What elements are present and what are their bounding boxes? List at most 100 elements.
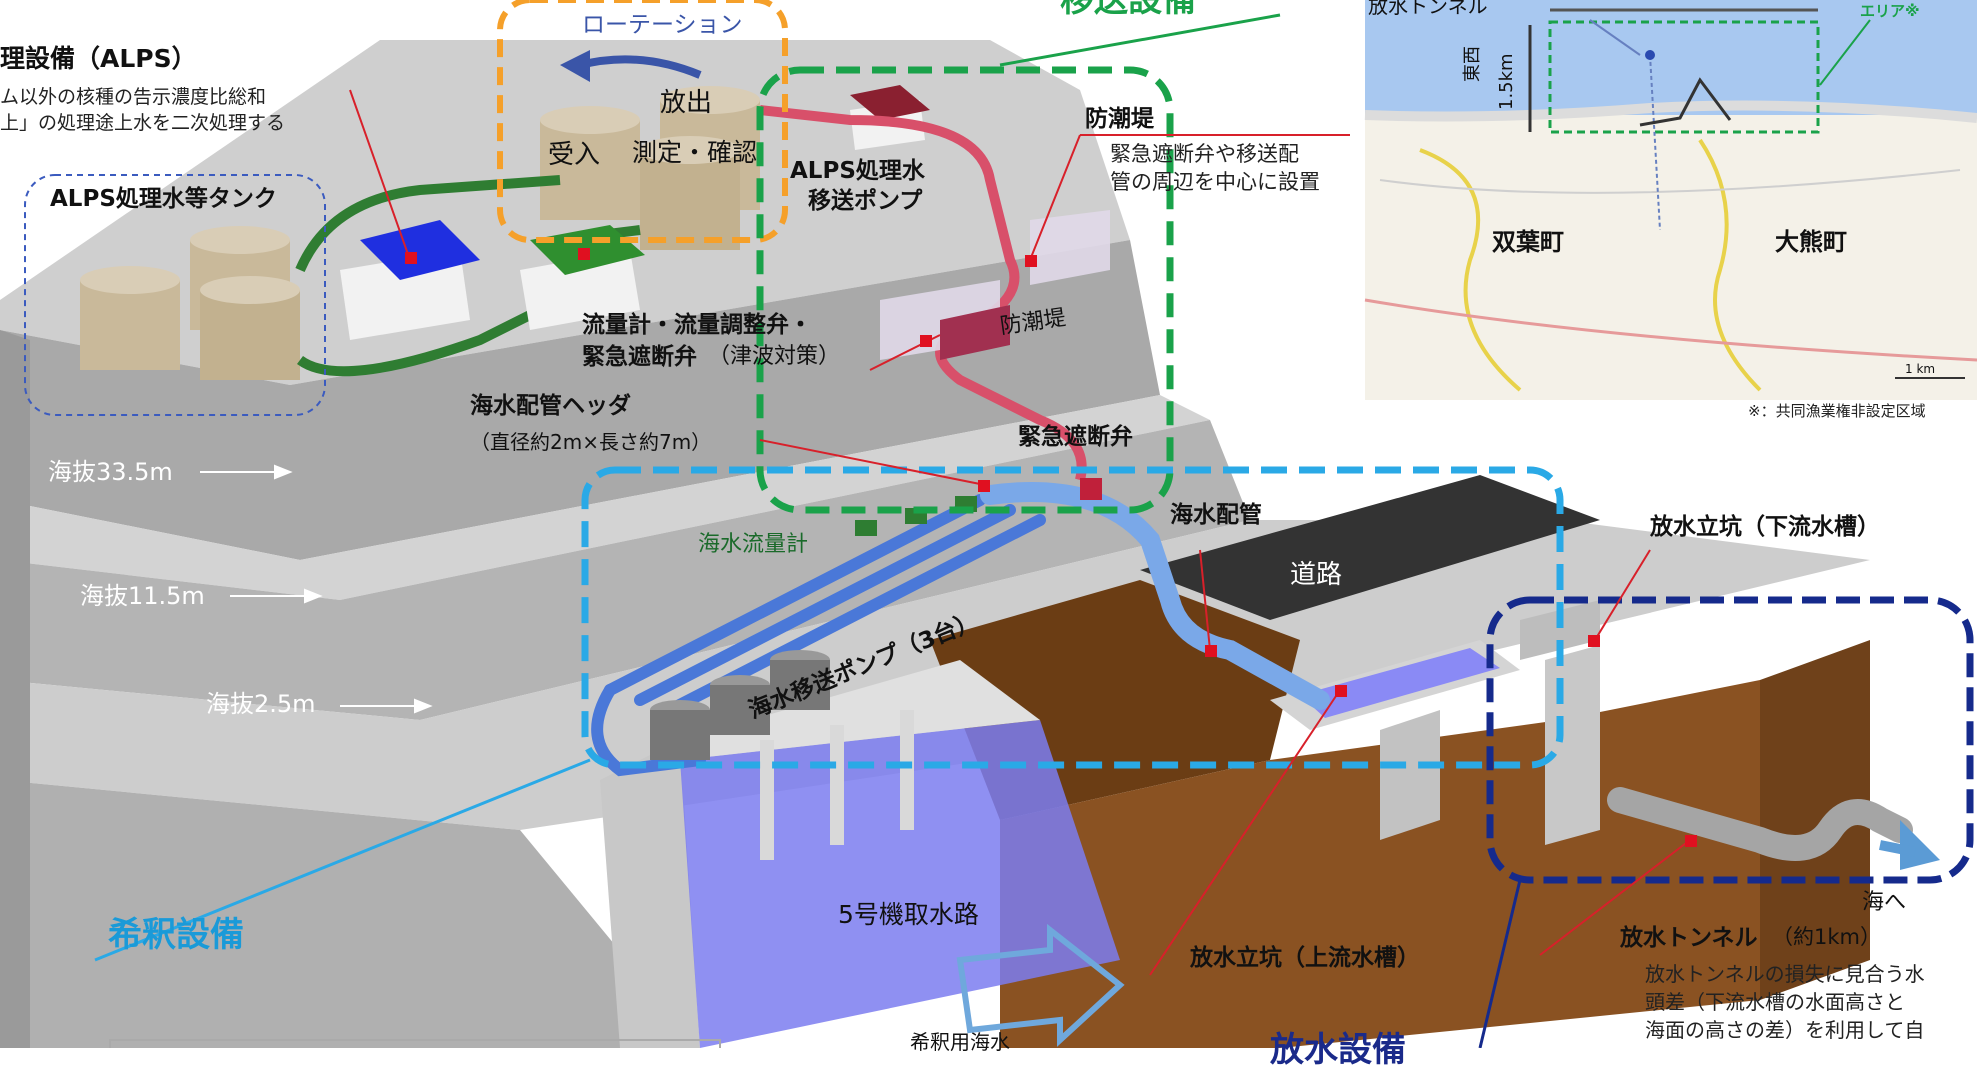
alps-tanks [80, 86, 760, 380]
to-sea-arrow [1900, 820, 1940, 870]
dot-tunnel [1685, 835, 1697, 847]
label-altitude-33: 海抜33.5m [48, 458, 173, 486]
alt-33-head [274, 464, 293, 480]
label-upstream-shaft: 放水立坑（上流水槽） [1190, 945, 1420, 971]
label-outfall-equipment: 放水設備 [1270, 1030, 1406, 1070]
dilution-callout-line [94, 758, 591, 962]
seawater-pipe-left-loop [591, 684, 706, 777]
seawater-pipe-header [980, 482, 1330, 710]
map-area-label: エリア※ [1860, 2, 1920, 20]
label-tunnel-desc3: 海面の高さの差）を利用して自 [1645, 1018, 1925, 1042]
receive-bldg-wall [520, 250, 640, 330]
map-tunnel-line [1649, 54, 1661, 231]
map-road-2 [1698, 138, 1762, 392]
green-pipe-1 [295, 175, 561, 273]
leader-seawall [1029, 134, 1081, 261]
terrace-11m-face [0, 420, 1250, 720]
alt-11-head [304, 588, 323, 604]
map-area-pointer [1819, 19, 1871, 86]
label-emergency-valve: 緊急遮断弁 [1018, 424, 1133, 450]
map-road-3 [1364, 298, 1977, 362]
road-surface [1140, 475, 1600, 620]
map-inset [1364, 0, 1977, 400]
label-discharge: 放出 [660, 88, 713, 118]
leader-dots [405, 248, 1697, 847]
leader-downstream [1594, 549, 1651, 641]
label-to-sea: 海へ [1862, 890, 1907, 915]
label-flowmeter-2a: 緊急遮断弁 [582, 344, 697, 370]
seawater-pumps [650, 650, 830, 760]
transfer-callout-line [999, 13, 1281, 67]
label-alps-pump-2: 移送ポンプ [808, 188, 923, 214]
to-sea-arrow-shaft [1879, 840, 1916, 857]
plateau-face [0, 240, 1160, 560]
intake-wall-left [600, 740, 700, 1048]
dilution-seawater-arrow [956, 923, 1125, 1047]
tank-3 [200, 290, 300, 380]
seawall-block-2 [1030, 210, 1110, 285]
label-flowmeter-1: 流量計・流量調整弁・ [582, 312, 812, 338]
seawater-pipe-1 [604, 494, 986, 696]
altitude-arrows [200, 464, 433, 714]
label-tunnel-length: （約1km） [1772, 925, 1881, 949]
label-road: 道路 [1290, 560, 1343, 590]
label-tunnel-title: 放水トンネル [1620, 925, 1758, 951]
label-flowmeter-2b: （津波対策） [708, 344, 841, 369]
label-dilution-seawater: 希釈用海水 [910, 1030, 1010, 1054]
map-road-1 [1419, 148, 1522, 392]
map-scale: 1 km [1905, 362, 1936, 376]
seawater-pipe-2 [634, 504, 1016, 706]
outfall-callout-line [1478, 879, 1522, 1048]
facility-illustration [0, 0, 1977, 1048]
label-downstream-shaft: 放水立坑（下流水槽） [1650, 514, 1880, 540]
flowmeter-1 [855, 520, 877, 536]
label-measure: 測定・確認 [632, 138, 758, 167]
map-outfall-point [1645, 50, 1655, 60]
alps-bldg-roof [360, 220, 480, 280]
rotation-arrowhead [560, 50, 590, 82]
intake-pier-2 [830, 725, 844, 845]
label-seawater-flowmeter: 海水流量計 [698, 532, 809, 557]
label-dilution-equipment: 希釈設備 [108, 915, 244, 955]
label-altitude-2: 海抜2.5m [206, 690, 316, 718]
dot-downstream [1588, 635, 1600, 647]
label-tank: ALPS処理水等タンク [50, 186, 277, 212]
valve-box [940, 305, 1010, 360]
label-receive: 受入 [548, 140, 601, 170]
alps-building [340, 220, 480, 340]
dashed-frames [24, 0, 1974, 884]
label-header: 海水配管ヘッダ [470, 393, 631, 419]
dot-header [978, 480, 990, 492]
tank-3-top [200, 276, 300, 304]
leader-alps [349, 89, 411, 261]
sw-pump-3 [770, 660, 830, 710]
terrace-11m [0, 395, 1210, 600]
dot-seawall [1025, 255, 1037, 267]
label-alps-desc1: ム以外の核種の告示濃度比総和 [0, 86, 267, 108]
intake-pier-3 [900, 710, 914, 830]
label-alps-title: 理設備（ALPS） [0, 44, 197, 73]
dot-receive [578, 248, 590, 260]
label-rotation: ローテーション [582, 12, 743, 38]
sw-pump-1 [650, 710, 710, 760]
map-road-4 [1379, 169, 1961, 194]
map-direction: 東西 [1462, 46, 1483, 82]
tank-5-top [660, 86, 760, 114]
label-altitude-11: 海抜11.5m [80, 582, 205, 610]
label-tunnel-desc2: 頭差（下流水槽の水面高さと [1645, 990, 1905, 1014]
leader-lines [349, 89, 1691, 976]
tank-area-frame [24, 174, 326, 416]
intake-water [680, 720, 1120, 1048]
leader-upstream [1149, 689, 1341, 976]
map-distance: 1.5km [1496, 53, 1517, 110]
shaft-column [1380, 710, 1440, 840]
front-wall [0, 780, 700, 1048]
label-alps-desc2: 上」の処理途上水を二次処理する [0, 112, 286, 134]
label-intake: 5号機取水路 [838, 900, 979, 929]
map-town-okuma: 大熊町 [1775, 228, 1847, 256]
tank-4-top [540, 106, 640, 134]
emergency-valve-box [1080, 478, 1102, 500]
label-seawater-pipe: 海水配管 [1170, 502, 1262, 528]
intake-channel [600, 660, 1120, 1048]
